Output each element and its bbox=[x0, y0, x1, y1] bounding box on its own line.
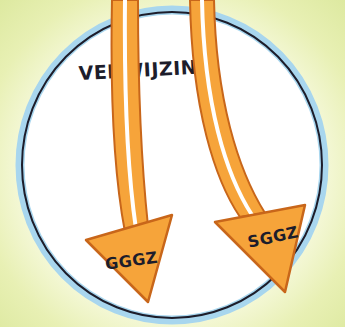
arrow-head-node: SGGZ bbox=[212, 205, 305, 292]
circle-halo bbox=[20, 10, 324, 320]
arrow-head bbox=[215, 205, 305, 292]
arrow-highlight bbox=[125, 0, 136, 229]
arrow-head bbox=[86, 215, 172, 302]
circle-outline bbox=[22, 12, 322, 318]
arrow-head-node: GGGZ bbox=[86, 215, 172, 302]
circle-node: VERWIJZINGGGGZSGGZ bbox=[20, 10, 324, 320]
